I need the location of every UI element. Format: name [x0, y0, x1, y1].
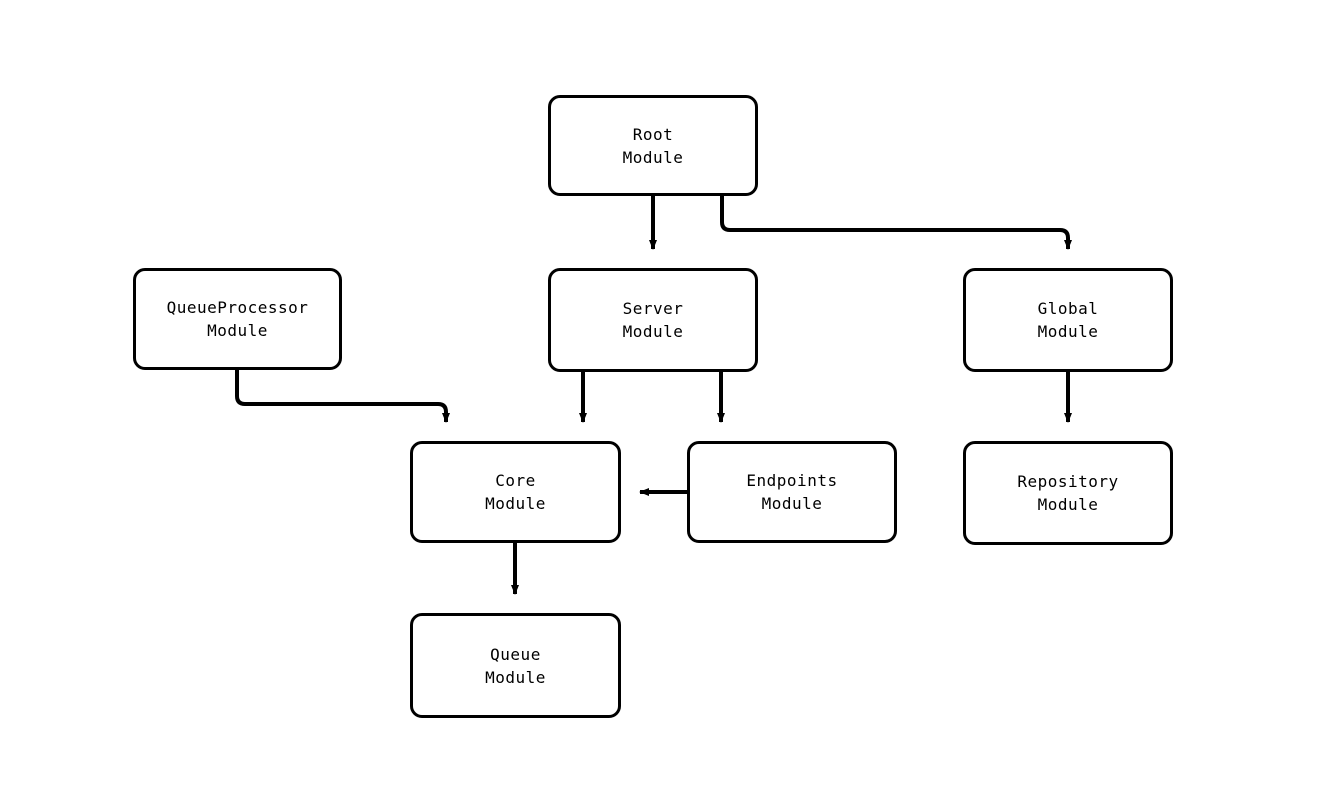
node-core-module-line1: Core — [495, 471, 536, 490]
node-global-module[interactable]: Global Module — [963, 268, 1173, 372]
node-core-module[interactable]: Core Module — [410, 441, 621, 543]
node-endpoints-module[interactable]: Endpoints Module — [687, 441, 897, 543]
node-root-module-line2: Module — [622, 147, 684, 167]
node-endpoints-module-line1: Endpoints — [746, 471, 838, 490]
node-repository-module-line2: Module — [1037, 495, 1099, 514]
node-queue-module-line2: Module — [485, 667, 546, 687]
edge-root-global — [720, 196, 1072, 250]
node-queueprocessor-module-line1: QueueProcessor — [166, 298, 309, 317]
edge-queueprocessor-core — [235, 370, 450, 423]
node-repository-module-line1: Repository — [1017, 472, 1119, 491]
node-root-module-line1: Root — [632, 124, 674, 144]
node-queue-module-line1: Queue — [490, 644, 541, 664]
node-repository-module[interactable]: Repository Module — [963, 441, 1173, 545]
node-global-module-line2: Module — [1037, 322, 1099, 341]
node-global-module-line1: Global — [1037, 299, 1099, 318]
node-server-module[interactable]: Server Module — [548, 268, 758, 372]
node-server-module-line2: Module — [622, 322, 684, 341]
node-core-module-line2: Module — [485, 494, 546, 513]
node-endpoints-module-line2: Module — [761, 494, 823, 513]
node-queueprocessor-module[interactable]: QueueProcessor Module — [133, 268, 342, 370]
node-root-module[interactable]: Root Module — [548, 95, 758, 196]
node-queue-module[interactable]: Queue Module — [410, 613, 621, 718]
node-queueprocessor-module-line2: Module — [207, 321, 268, 340]
node-server-module-line1: Server — [622, 299, 684, 318]
